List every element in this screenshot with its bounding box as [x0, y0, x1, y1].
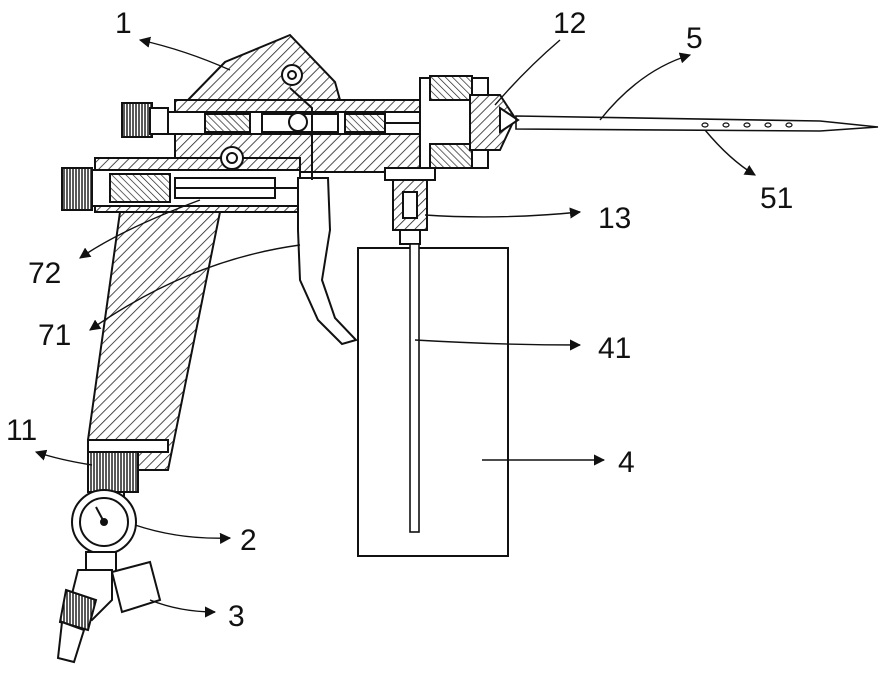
label-71: 71 — [38, 319, 71, 352]
label-3: 3 — [228, 600, 245, 633]
regulator — [58, 552, 160, 662]
label-4: 4 — [618, 446, 635, 479]
nozzle-head — [420, 76, 518, 168]
label-2: 2 — [240, 524, 257, 557]
leader-12 — [495, 40, 560, 105]
label-5: 5 — [686, 22, 703, 55]
label-13: 13 — [598, 202, 631, 235]
leader-1 — [140, 40, 230, 70]
trigger — [298, 178, 356, 344]
probe-holes — [702, 123, 792, 127]
probe-tube — [516, 116, 878, 131]
container — [358, 248, 508, 556]
upper-adjust-knob — [122, 103, 152, 137]
leader-11 — [36, 452, 92, 465]
leader-13 — [425, 212, 580, 217]
pressure-gauge — [72, 490, 136, 554]
label-51: 51 — [760, 182, 793, 215]
label-72: 72 — [28, 257, 61, 290]
label-12: 12 — [553, 7, 586, 40]
leader-2 — [135, 525, 230, 538]
label-1: 1 — [115, 7, 132, 40]
leader-5 — [600, 55, 690, 120]
air-valve-channel — [90, 170, 325, 206]
upper-knob-collar — [150, 108, 168, 134]
leader-51 — [705, 130, 755, 175]
lower-adjust-knob — [62, 168, 92, 210]
leader-3 — [150, 600, 215, 612]
suction-pipe — [410, 244, 419, 532]
label-41: 41 — [598, 332, 631, 365]
cup-connector — [385, 168, 435, 244]
label-11: 11 — [6, 414, 37, 447]
